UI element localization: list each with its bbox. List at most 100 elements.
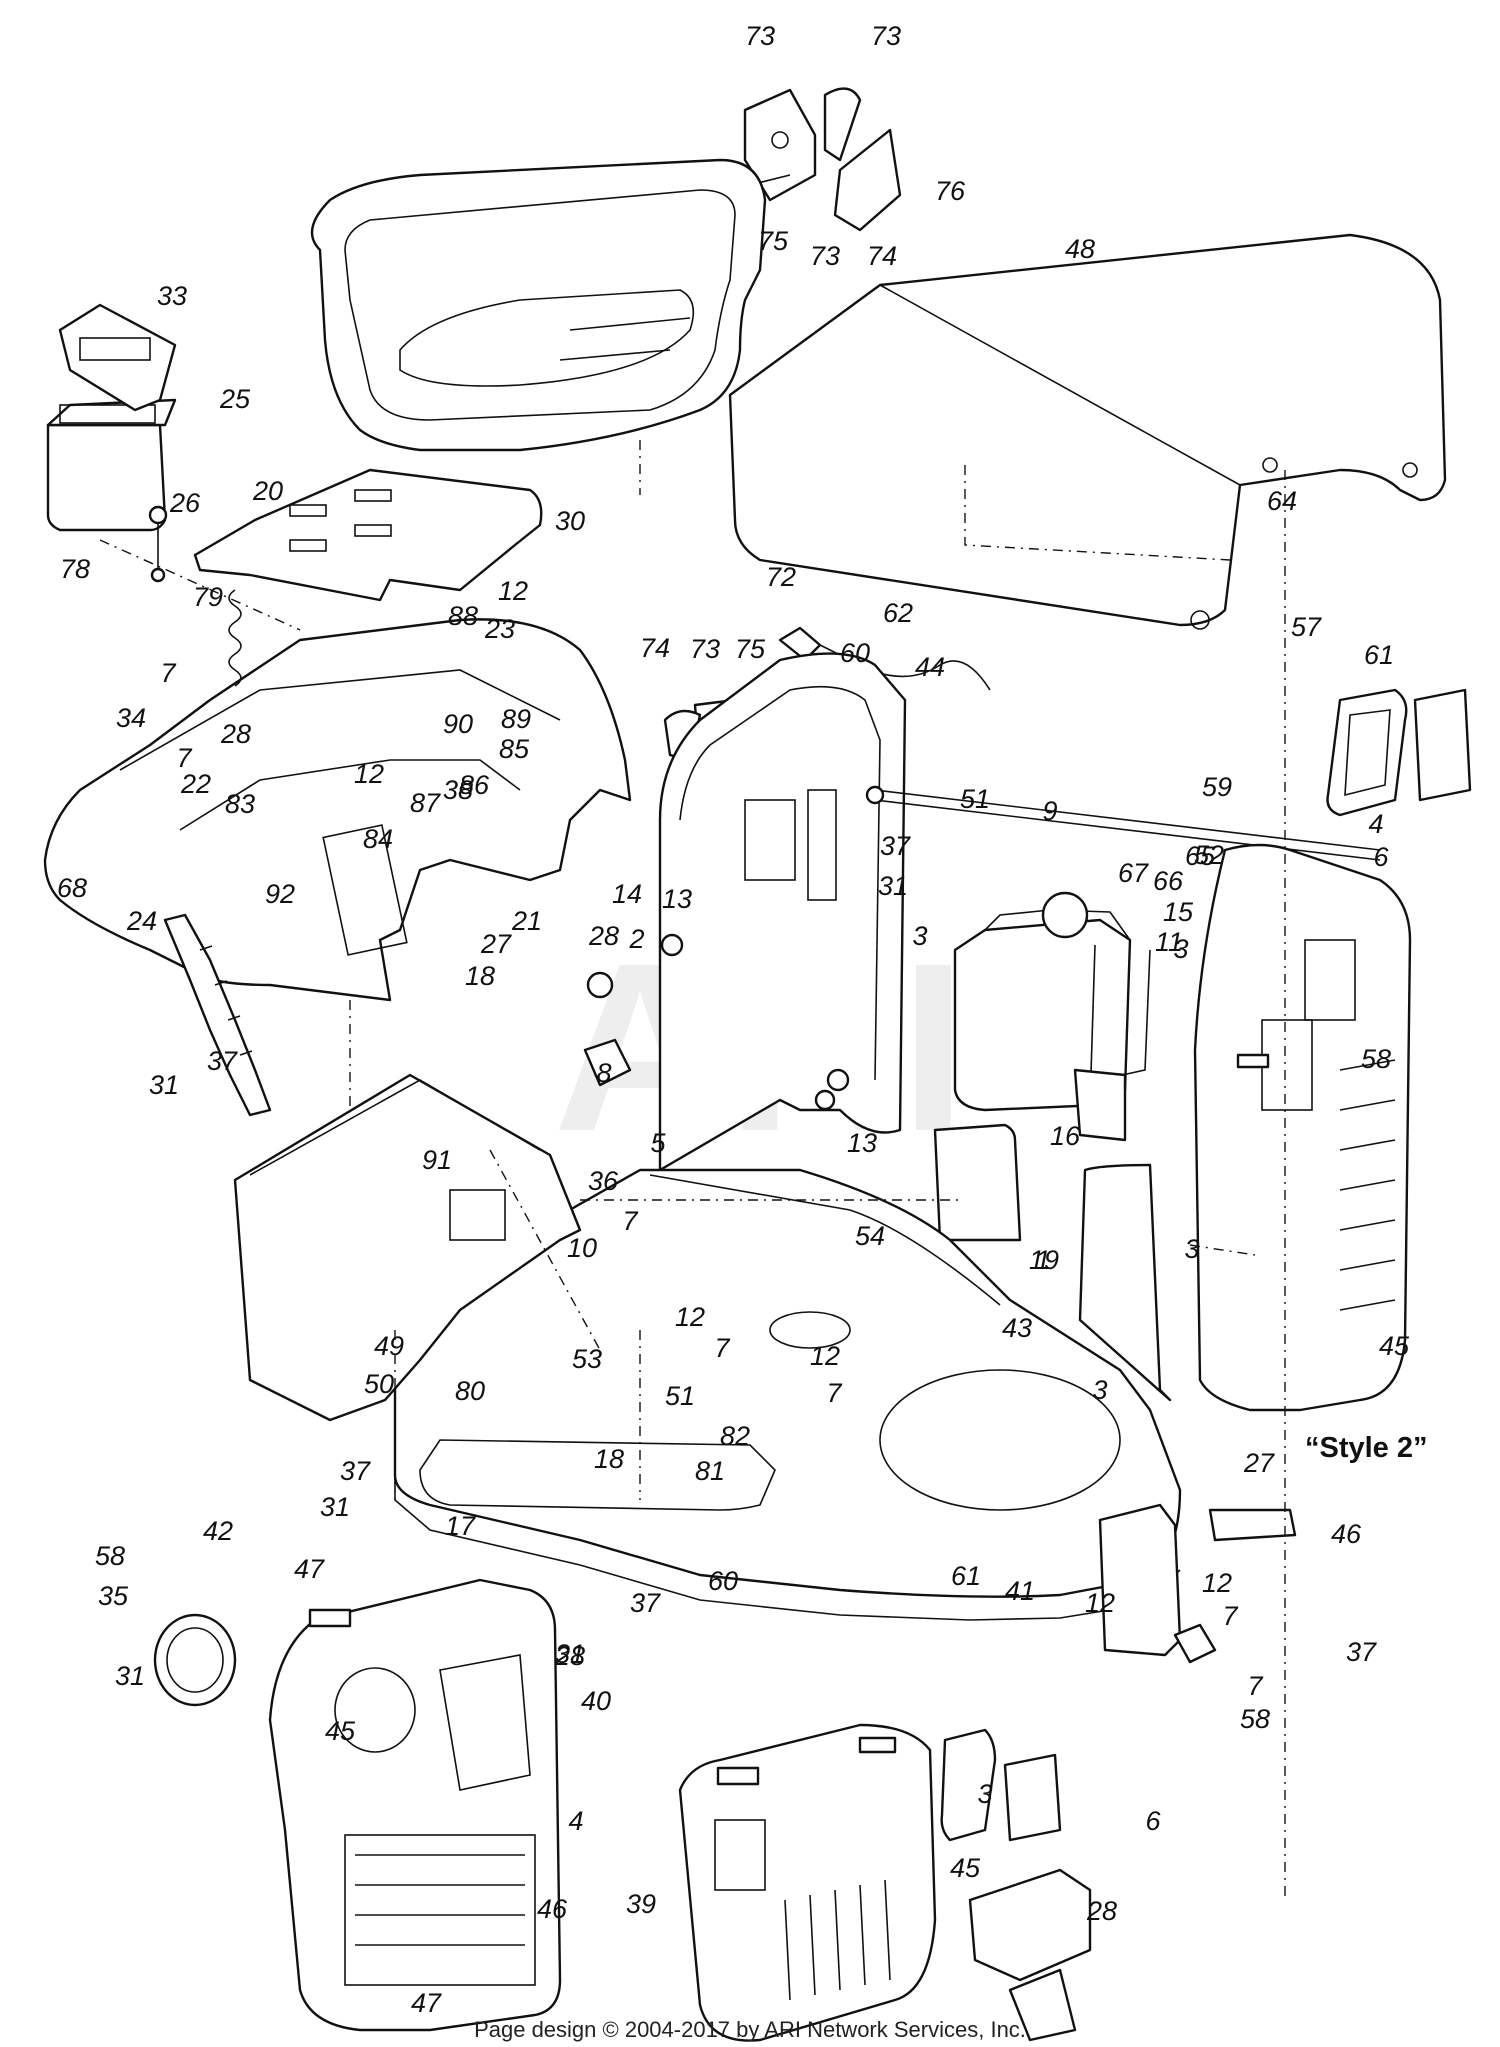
callout-58: 58 (95, 1541, 125, 1571)
callout-37: 37 (340, 1456, 371, 1486)
callout-88: 88 (448, 601, 478, 631)
callout-60: 60 (708, 1566, 738, 1596)
callout-92: 92 (265, 879, 295, 909)
callout-23: 23 (484, 614, 515, 644)
callout-41: 41 (1005, 1576, 1035, 1606)
callout-87: 87 (410, 788, 441, 818)
bracket-bottom-right (968, 1868, 1092, 2042)
callout-25: 25 (219, 384, 251, 414)
callout-6: 6 (1373, 842, 1389, 872)
fender (43, 618, 632, 1160)
ignition-parts (583, 933, 850, 1092)
callout-73: 73 (871, 21, 901, 51)
callout-24: 24 (126, 906, 157, 936)
callout-84: 84 (363, 824, 393, 854)
callout-28: 28 (588, 921, 619, 951)
callout-65: 65 (1185, 841, 1216, 871)
callout-7: 7 (714, 1333, 730, 1363)
callout-17: 17 (445, 1511, 476, 1541)
callout-30: 30 (555, 506, 585, 536)
callout-33: 33 (157, 281, 187, 311)
callout-64: 64 (1267, 486, 1297, 516)
callout-10: 10 (567, 1233, 597, 1263)
callout-6: 6 (1145, 1806, 1161, 1836)
callout-5: 5 (650, 1128, 666, 1158)
callout-91: 91 (422, 1145, 452, 1175)
callout-85: 85 (499, 734, 530, 764)
callout-62: 62 (883, 598, 913, 628)
callout-3: 3 (1173, 934, 1188, 964)
style-2-label: “Style 2” (1305, 1432, 1428, 1464)
callout-49: 49 (374, 1331, 404, 1361)
callout-58: 58 (1361, 1044, 1391, 1074)
callout-74: 74 (640, 633, 670, 663)
callout-26: 26 (169, 488, 201, 518)
spring-and-bolt (148, 505, 242, 687)
callout-7: 7 (622, 1206, 638, 1236)
callout-68: 68 (57, 873, 87, 903)
lift-bracket (163, 913, 272, 1117)
callout-4: 4 (568, 1806, 583, 1836)
callout-35: 35 (98, 1581, 129, 1611)
callout-16: 16 (1050, 1121, 1081, 1151)
dash-panel (658, 652, 907, 1172)
callout-11: 11 (1155, 927, 1183, 957)
callout-20: 20 (252, 476, 283, 506)
callout-14: 14 (612, 879, 642, 909)
callout-58: 58 (1240, 1704, 1270, 1734)
callout-76: 76 (935, 176, 966, 206)
callout-37: 37 (1346, 1637, 1377, 1667)
alignment-lines (99, 470, 1286, 1900)
callout-12: 12 (498, 576, 528, 606)
callout-37: 37 (207, 1046, 238, 1076)
grille-front-middle (678, 1723, 937, 2042)
callout-73: 73 (690, 634, 720, 664)
callout-53: 53 (572, 1344, 602, 1374)
callout-46: 46 (537, 1894, 568, 1924)
callout-12: 12 (675, 1302, 705, 1332)
callout-31: 31 (115, 1661, 145, 1691)
callout-12: 12 (1202, 1568, 1232, 1598)
callout-13: 13 (662, 884, 692, 914)
callout-28: 28 (220, 719, 251, 749)
callout-12: 12 (1085, 1588, 1115, 1618)
callout-7: 7 (160, 658, 176, 688)
callout-81: 81 (695, 1456, 725, 1486)
callout-3: 3 (977, 1779, 992, 1809)
headlight-left (153, 1613, 237, 1707)
callout-38: 38 (443, 775, 473, 805)
callout-45: 45 (950, 1853, 981, 1883)
callout-59: 59 (1202, 772, 1232, 802)
callout-3: 3 (912, 921, 927, 951)
seat-pan (193, 468, 543, 602)
callout-18: 18 (465, 961, 495, 991)
callout-12: 12 (354, 759, 384, 789)
callout-37: 37 (880, 831, 911, 861)
callout-9: 9 (1042, 796, 1057, 826)
callout-31: 31 (878, 871, 908, 901)
callout-22: 22 (180, 769, 211, 799)
callout-51: 51 (960, 784, 990, 814)
headlight-bottom (940, 1728, 1062, 1842)
callout-7: 7 (826, 1378, 842, 1408)
callout-57: 57 (1291, 612, 1322, 642)
callout-80: 80 (455, 1376, 485, 1406)
callout-61: 61 (951, 1561, 981, 1591)
callout-75: 75 (735, 634, 766, 664)
callout-79: 79 (193, 582, 223, 612)
battery (46, 303, 177, 532)
callout-48: 48 (1065, 234, 1095, 264)
callout-21: 21 (511, 906, 542, 936)
callout-31: 31 (555, 1639, 585, 1669)
headlight-top-right (1326, 688, 1472, 817)
callout-44: 44 (915, 652, 945, 682)
callout-42: 42 (203, 1516, 233, 1546)
callout-89: 89 (501, 704, 531, 734)
callout-3: 3 (1184, 1234, 1199, 1264)
callout-27: 27 (1243, 1448, 1275, 1478)
callout-19: 19 (1029, 1245, 1059, 1275)
callout-52: 52 (1194, 840, 1224, 870)
callout-51: 51 (665, 1381, 695, 1411)
callout-15: 15 (1163, 897, 1194, 927)
callout-50: 50 (364, 1369, 394, 1399)
